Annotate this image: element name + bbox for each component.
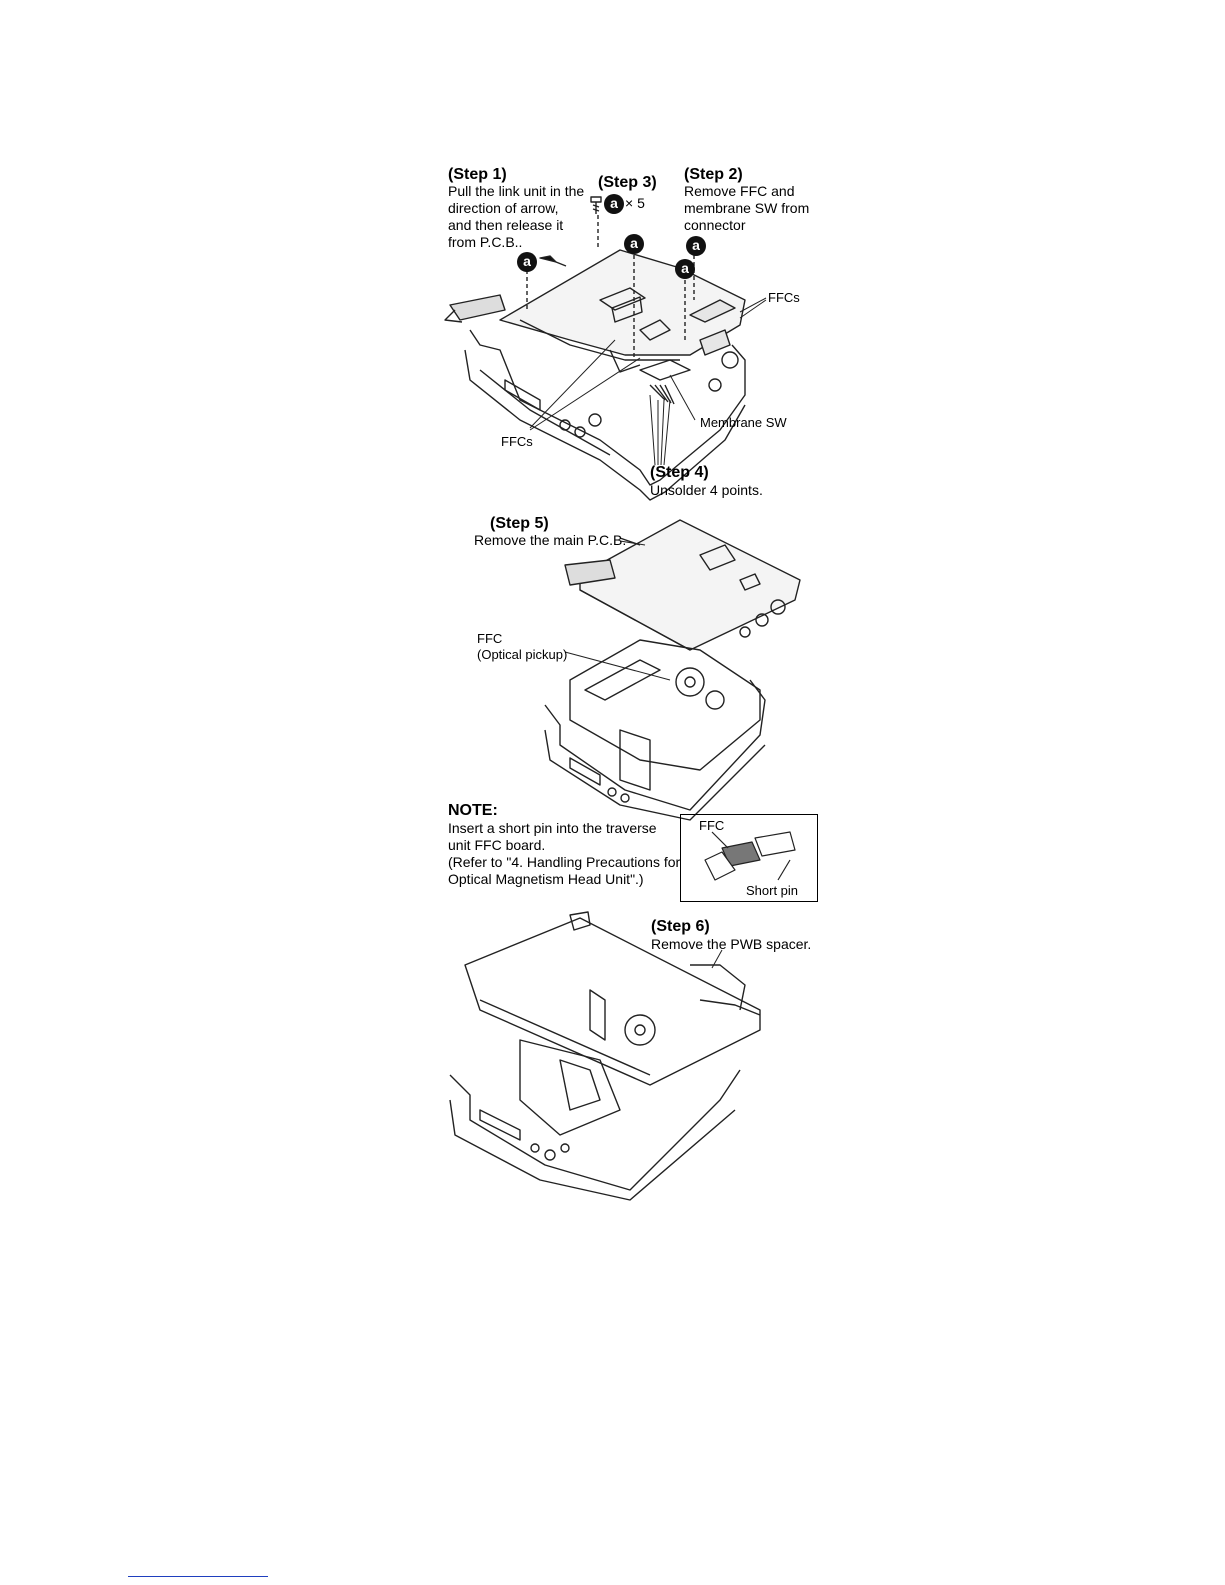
note-line-4: Optical Magnetism Head Unit".) bbox=[448, 871, 644, 887]
note-title: NOTE: bbox=[448, 802, 498, 819]
screw-marker-icon: a bbox=[604, 194, 624, 214]
step3-quantity: × 5 bbox=[625, 195, 645, 211]
footnote-rule bbox=[128, 1576, 268, 1577]
step1-line-2: direction of arrow, bbox=[448, 200, 559, 216]
label-ffcs-left: FFCs bbox=[501, 434, 533, 449]
step6-text: Remove the PWB spacer. bbox=[651, 936, 812, 952]
label-ffc: FFC bbox=[477, 631, 503, 646]
label-ffcs-right: FFCs bbox=[768, 290, 800, 305]
step1-title: (Step 1) bbox=[448, 166, 507, 183]
note-line-3: (Refer to "4. Handling Precautions for bbox=[448, 854, 681, 870]
step5-text: Remove the main P.C.B. bbox=[474, 532, 627, 548]
step6-title: (Step 6) bbox=[651, 918, 710, 935]
step1-line-3: and then release it bbox=[448, 217, 564, 233]
screw-marker-icon: a bbox=[686, 236, 706, 256]
pwb-spacer-removed bbox=[449, 911, 761, 1201]
screw-lines bbox=[526, 215, 695, 360]
step2-title: (Step 2) bbox=[684, 166, 743, 183]
step1-line-4: from P.C.B.. bbox=[448, 234, 523, 250]
step3-title: (Step 3) bbox=[598, 174, 657, 191]
screw-icon bbox=[590, 196, 602, 214]
inset-label-ffc: FFC bbox=[699, 818, 725, 833]
screw-marker-icon: a bbox=[517, 252, 537, 272]
note-line-2: unit FFC board. bbox=[448, 837, 546, 853]
step1-line-1: Pull the link unit in the bbox=[448, 183, 585, 199]
inset-label-short-pin: Short pin bbox=[746, 883, 799, 898]
short-pin-inset bbox=[680, 814, 818, 902]
label-optical-pickup: (Optical pickup) bbox=[477, 647, 568, 662]
step4-title: (Step 4) bbox=[650, 464, 709, 481]
chassis-with-pickup bbox=[544, 639, 766, 821]
label-membrane-sw: Membrane SW bbox=[700, 415, 787, 430]
step2-line-1: Remove FFC and bbox=[684, 183, 795, 199]
leader-lines-1 bbox=[529, 297, 767, 466]
screw-marker-icon: a bbox=[624, 234, 644, 254]
short-pin-illustration bbox=[704, 831, 796, 881]
step4-text: Unsolder 4 points. bbox=[650, 482, 763, 498]
main-pcb-removed bbox=[564, 519, 801, 651]
note-line-1: Insert a short pin into the traverse bbox=[448, 820, 657, 836]
step2-line-2: membrane SW from bbox=[684, 200, 810, 216]
step2-line-3: connector bbox=[684, 217, 746, 233]
step5-title: (Step 5) bbox=[490, 515, 549, 532]
screw-marker-icon: a bbox=[675, 259, 695, 279]
